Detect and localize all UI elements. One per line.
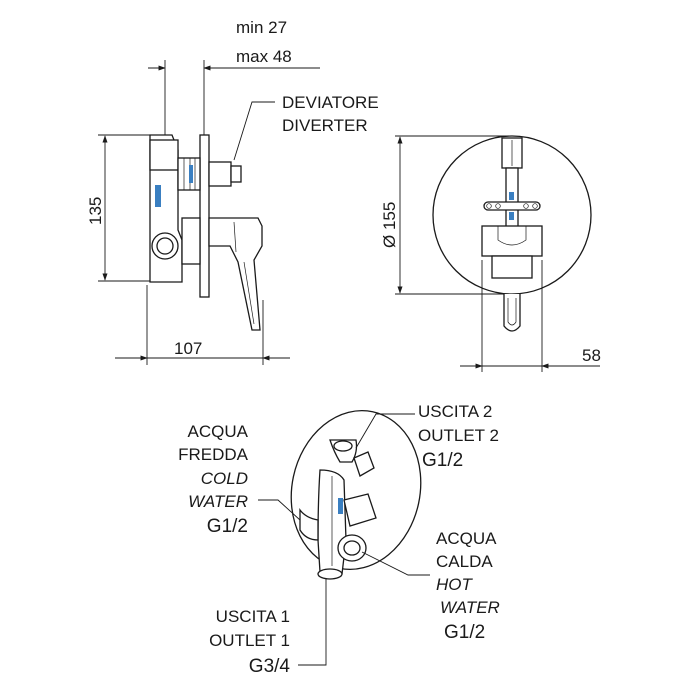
hot-size: G1/2 xyxy=(444,622,485,643)
cartridge-3d xyxy=(343,493,377,527)
hot-label-en-1: HOT xyxy=(436,575,474,594)
hot-label-en-2: WATER xyxy=(440,598,500,617)
diverter-knob-3d xyxy=(353,451,375,477)
dim-min-label: min 27 xyxy=(236,18,287,37)
cold-label-it-1: ACQUA xyxy=(188,422,249,441)
hot-label-it-1: ACQUA xyxy=(436,529,497,548)
cold-label-en-1: COLD xyxy=(201,469,248,488)
hot-label-it-2: CALDA xyxy=(436,552,493,571)
outlet1-label-it: USCITA 1 xyxy=(216,607,290,626)
outlet2-label-en: OUTLET 2 xyxy=(418,426,499,445)
blue-marking xyxy=(155,185,161,207)
dim-diameter-label: Ø 155 xyxy=(380,202,399,248)
dim-max-label: max 48 xyxy=(236,47,292,66)
outlet2-leader xyxy=(355,413,415,449)
dim-depth-label: 58 xyxy=(582,346,601,365)
dim-height-label: 135 xyxy=(86,197,105,225)
side-view: min 27 max 48 135 107 xyxy=(86,18,379,365)
outlet1-size: G3/4 xyxy=(249,656,291,677)
diverter-label-en: DIVERTER xyxy=(282,116,368,135)
cold-label-en-2: WATER xyxy=(188,492,248,511)
cartridge-front xyxy=(481,225,543,257)
cold-leader xyxy=(258,499,301,521)
lower-valve-part xyxy=(181,217,201,265)
lever-front xyxy=(503,294,521,332)
lever-handle-side xyxy=(208,217,263,331)
outlet2-label-it: USCITA 2 xyxy=(418,402,492,421)
cold-label-it-2: FREDDA xyxy=(178,445,249,464)
outlet1-leader xyxy=(298,578,327,666)
diverter-label-it: DEVIATORE xyxy=(282,93,379,112)
diverter-leader xyxy=(233,101,275,161)
cross-bar xyxy=(483,201,541,211)
wall-plate-side xyxy=(199,134,210,298)
front-view: Ø 155 58 xyxy=(380,135,601,372)
diverter-knob xyxy=(208,161,232,187)
cold-inlet-3d xyxy=(299,508,319,541)
dim-width-label: 107 xyxy=(174,339,202,358)
hot-leader xyxy=(361,551,430,576)
outlet2-size: G1/2 xyxy=(422,450,463,471)
outlet1-label-en: OUTLET 1 xyxy=(209,631,290,650)
perspective-view: USCITA 2 OUTLET 2 G1/2 ACQUA FREDDA COLD… xyxy=(178,402,500,677)
upper-connection xyxy=(149,139,179,171)
cold-size: G1/2 xyxy=(207,516,248,537)
lower-body-front xyxy=(491,255,533,279)
outlet1-3d xyxy=(317,568,343,580)
